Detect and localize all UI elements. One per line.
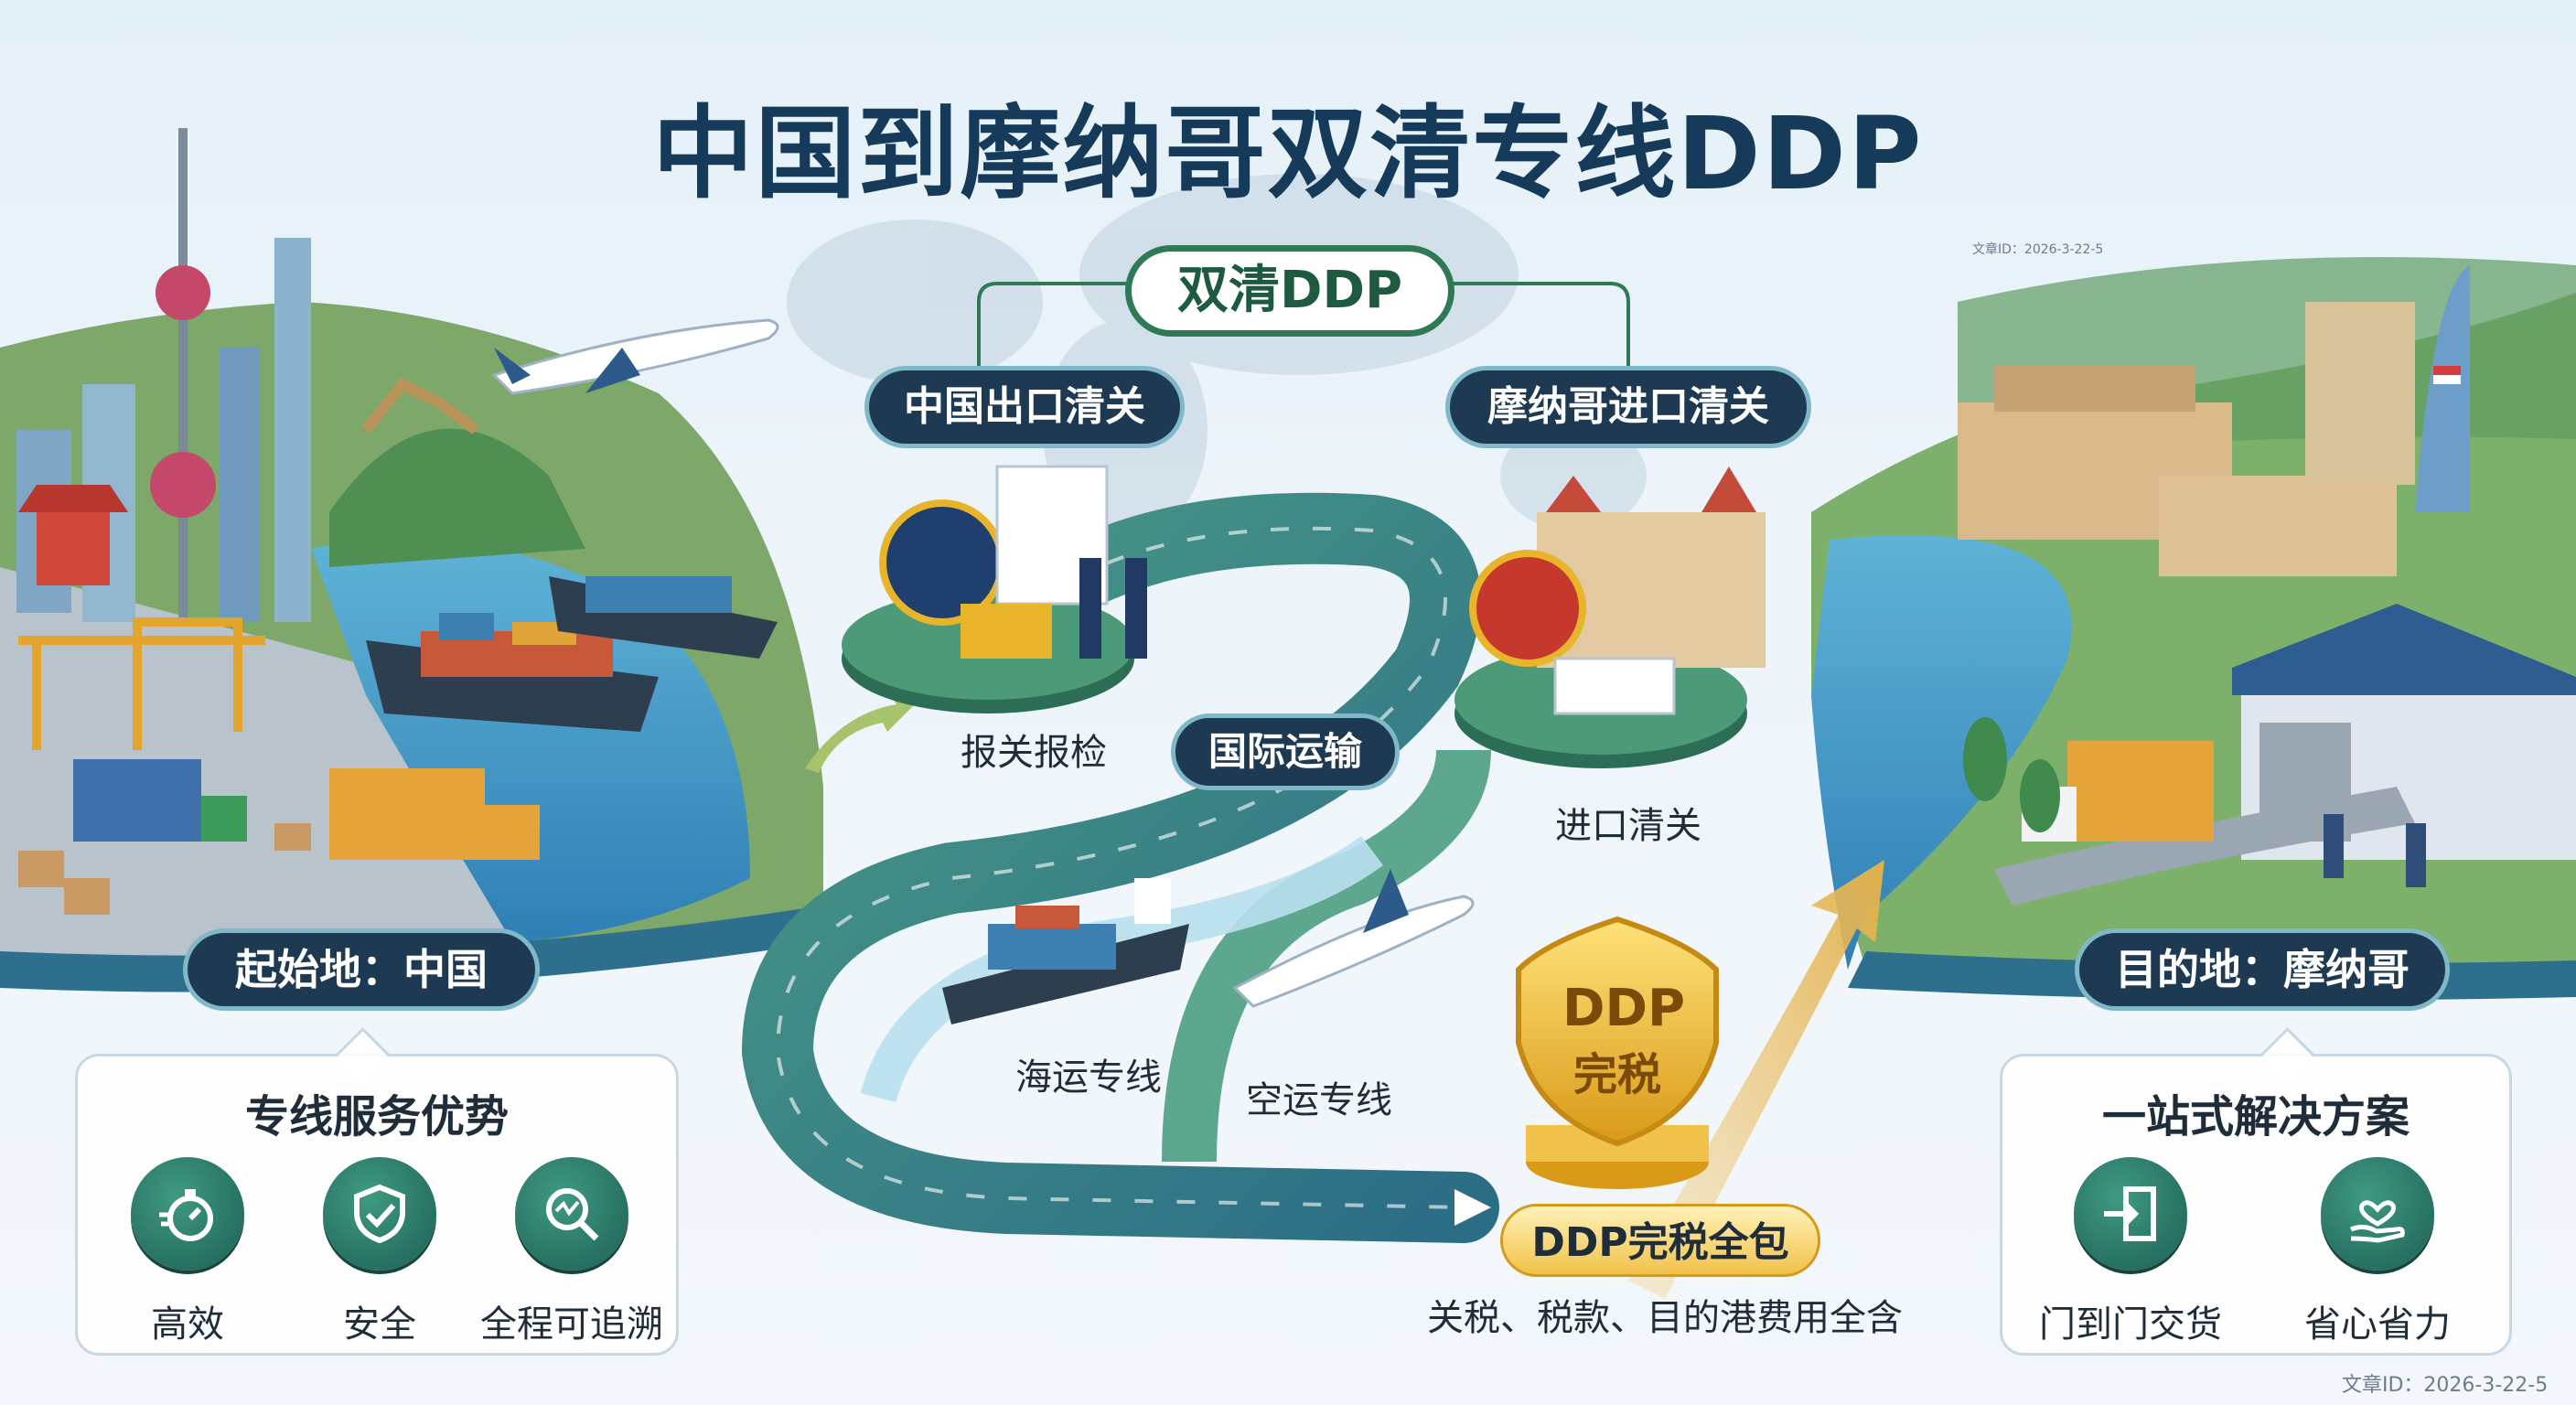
feature-traceable: 全程可追溯 [480,1157,663,1347]
import-platform [1454,467,1766,768]
export-clearance-caption: 报关报检 [961,732,1107,774]
advantages-panel: 专线服务优势 高效 安全 全程可追溯 [75,1027,679,1356]
solution-title: 一站式解决方案 [2101,1091,2410,1142]
feature-safe-label: 安全 [343,1303,416,1346]
import-clearance-caption: 进口清关 [1555,805,1701,847]
badge-connector [977,282,1630,384]
feature-hassle-free: 省心省力 [2286,1157,2469,1347]
truck-yellow [329,768,540,860]
airplane-route [1232,869,1475,1008]
world-map-backdrop [787,174,1647,540]
stopwatch-icon [131,1157,244,1271]
door-arrow-icon [2074,1157,2187,1271]
feature-efficient-label: 高效 [151,1303,224,1346]
china-port-scene [0,128,823,992]
center-badge: 双清DDP [1125,245,1454,337]
solution-panel: 一站式解决方案 门到门交货 省心省力 [2000,1027,2512,1356]
hand-heart-icon [2321,1157,2434,1271]
truck-blue [73,759,247,842]
transport-title: 国际运输 [1171,713,1400,790]
feature-door-to-door-label: 门到门交货 [2039,1303,2222,1346]
article-id-bottom: 文章ID：2026-3-22-5 [2342,1374,2549,1397]
feature-hassle-free-label: 省心省力 [2304,1303,2451,1346]
container-ship-port-1 [366,613,659,732]
advantages-title: 专线服务优势 [244,1091,509,1142]
air-route-label: 空运专线 [1246,1079,1392,1121]
destination-label: 目的地：摩纳哥 [2075,928,2450,1011]
feature-traceable-label: 全程可追溯 [480,1303,663,1346]
export-clearance-title: 中国出口清关 [864,366,1185,448]
ddp-note: 关税、税款、目的港费用全含 [1427,1297,1903,1339]
export-platform [842,465,1147,713]
workers [2324,814,2426,887]
container-ship-sea [942,878,1189,1024]
arrow-to-destination [1628,860,1884,1299]
monaco-scene [1811,257,2576,1001]
shield-text-line2: 完税 [1573,1049,1662,1100]
import-clearance-title: 摩纳哥进口清关 [1445,366,1811,448]
origin-label: 起始地：中国 [183,928,540,1011]
shield-check-icon [323,1157,436,1271]
arrow-to-export [805,677,924,773]
airplane-departing [491,318,779,395]
shield-text-line1: DDP [1562,979,1686,1038]
magnify-track-icon [515,1157,628,1271]
ddp-shield-icon [1516,916,1719,1189]
sea-route-label: 海运专线 [1015,1056,1162,1099]
feature-efficient: 高效 [96,1157,279,1347]
feature-door-to-door: 门到门交货 [2039,1157,2222,1347]
route-band [741,492,1499,1243]
monaco-customs-emblem-icon [1469,550,1586,667]
page-title: 中国到摩纳哥双清专线DDP [652,95,1924,212]
container-ship-port-2 [549,576,778,659]
article-id-top: 文章ID：2026-3-22-5 [1972,242,2104,257]
ddp-label: DDP完税全包 [1500,1204,1820,1277]
feature-safe: 安全 [288,1157,471,1347]
